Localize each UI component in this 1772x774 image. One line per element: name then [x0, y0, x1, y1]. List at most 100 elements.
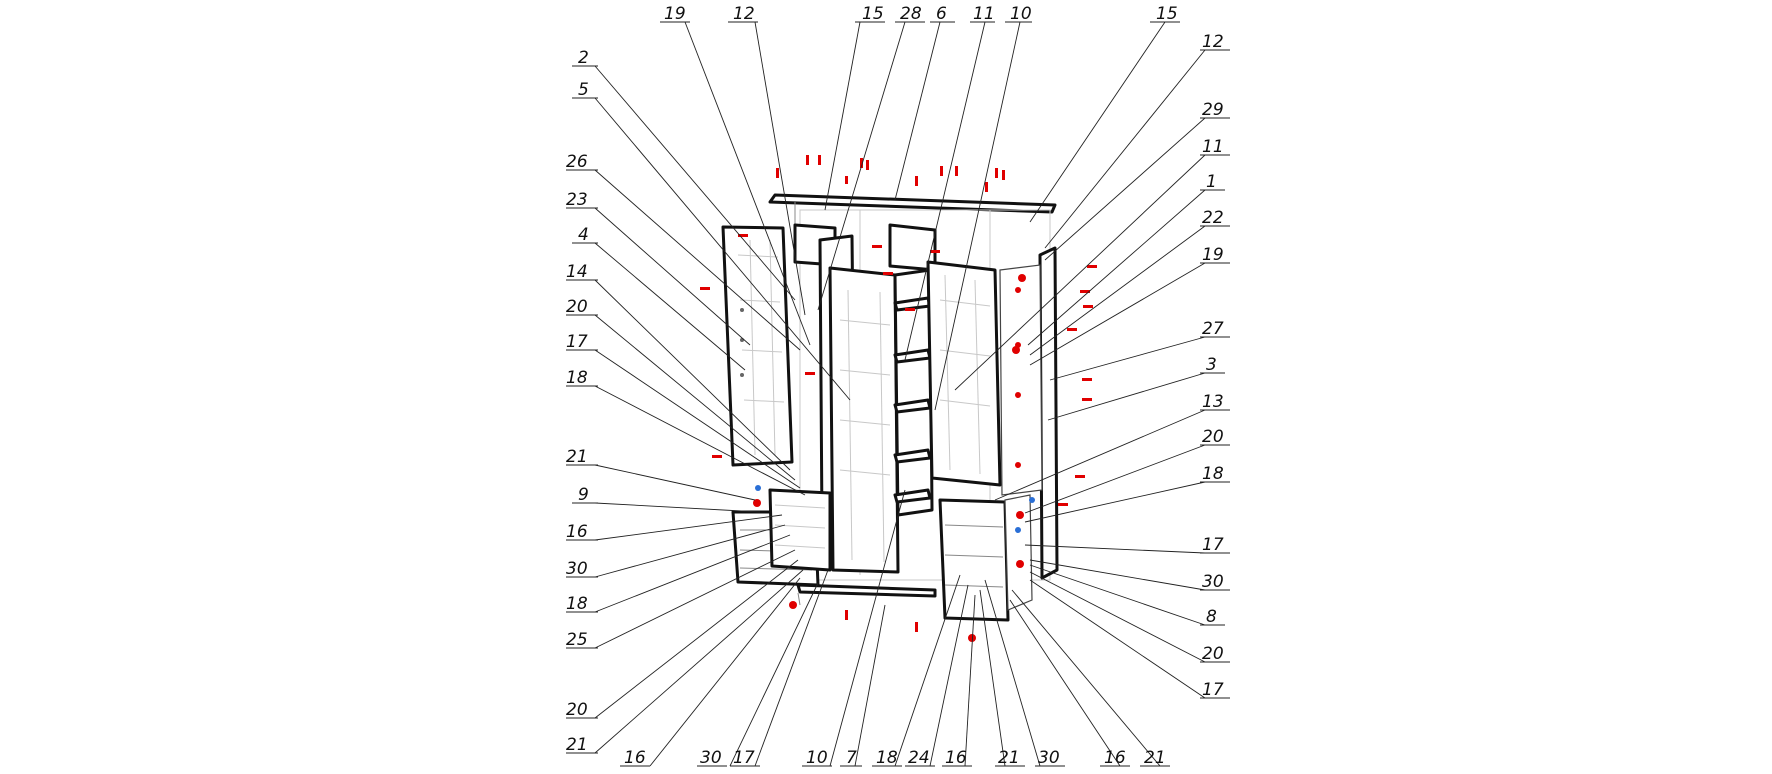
callout-c12: 26	[566, 152, 801, 351]
svg-text:29: 29	[1202, 100, 1224, 120]
callout-c53: 21	[1011, 589, 1170, 768]
svg-text:30: 30	[566, 559, 588, 579]
callout-c45: 10	[802, 489, 906, 768]
svg-text:16: 16	[945, 748, 967, 768]
svg-text:19: 19	[664, 4, 686, 24]
svg-text:7: 7	[846, 748, 857, 768]
svg-text:27: 27	[1202, 319, 1224, 339]
svg-text:23: 23	[566, 190, 588, 210]
svg-text:4: 4	[578, 225, 589, 245]
callout-c06: 11	[904, 4, 995, 361]
svg-text:16: 16	[1104, 748, 1126, 768]
callout-c44: 17	[730, 569, 829, 768]
right-drawer-side	[1004, 494, 1033, 611]
wardrobe-drawing	[700, 155, 1097, 642]
callout-c46: 7	[840, 604, 886, 768]
callout-c52: 16	[1009, 599, 1130, 768]
svg-text:12: 12	[1202, 32, 1224, 52]
callout-c09: 12	[1044, 32, 1230, 249]
callout-c02: 12	[728, 4, 806, 316]
callout-c50: 21	[979, 589, 1025, 768]
svg-text:24: 24	[908, 748, 930, 768]
callout-c17: 17	[566, 332, 801, 489]
svg-text:18: 18	[1202, 464, 1224, 484]
callout-c42: 16	[620, 577, 801, 768]
svg-text:21: 21	[1144, 748, 1166, 768]
svg-text:10: 10	[806, 748, 828, 768]
svg-text:18: 18	[876, 748, 898, 768]
callout-c40: 20	[1029, 571, 1230, 664]
svg-text:14: 14	[566, 262, 588, 282]
callout-c18: 18	[566, 368, 806, 496]
svg-text:20: 20	[566, 700, 588, 720]
callout-c10: 2	[572, 48, 796, 301]
svg-text:17: 17	[1202, 535, 1224, 555]
callout-c33: 3	[1047, 355, 1225, 421]
top-panel	[768, 193, 1057, 214]
svg-text:20: 20	[1202, 644, 1224, 664]
callout-c47: 18	[872, 574, 961, 768]
callout-c43: 30	[697, 582, 819, 768]
callout-c37: 17	[1024, 535, 1230, 555]
svg-text:21: 21	[566, 735, 588, 755]
callout-c04: 28	[817, 4, 925, 311]
callout-c01: 19	[660, 4, 811, 346]
callout-c05: 6	[894, 4, 955, 201]
callout-c49: 16	[942, 594, 976, 768]
svg-text:5: 5	[578, 80, 589, 100]
callout-c21: 16	[566, 514, 783, 542]
callout-c22: 30	[566, 524, 786, 579]
svg-text:15: 15	[862, 4, 884, 24]
callout-c23: 18	[566, 534, 791, 614]
callout-c48: 24	[905, 584, 969, 768]
callout-c36: 18	[1024, 464, 1230, 523]
callout-c38: 30	[1029, 559, 1230, 592]
fittings	[700, 155, 1097, 642]
callout-c26: 21	[566, 569, 804, 755]
svg-text:8: 8	[1206, 607, 1217, 627]
callout-c39: 8	[1029, 564, 1225, 627]
svg-text:21: 21	[566, 447, 588, 467]
svg-text:10: 10	[1010, 4, 1032, 24]
callout-c29: 1	[1027, 172, 1225, 346]
right-door	[926, 260, 1002, 487]
svg-text:11: 11	[1202, 137, 1224, 157]
callout-c32: 27	[1049, 319, 1230, 381]
callout-c31: 19	[1029, 245, 1230, 366]
callout-c35: 20	[1024, 427, 1230, 514]
svg-text:15: 15	[1156, 4, 1178, 24]
callout-c08: 15	[1029, 4, 1180, 223]
callout-c16: 20	[566, 297, 796, 481]
svg-text:3: 3	[1206, 355, 1217, 375]
right-side-panel	[1038, 246, 1059, 580]
callout-c34: 13	[994, 392, 1230, 501]
left-door	[721, 225, 794, 467]
svg-text:22: 22	[1202, 208, 1224, 228]
callout-c28: 11	[954, 137, 1230, 391]
plinth	[796, 583, 937, 598]
svg-text:20: 20	[566, 297, 588, 317]
svg-text:13: 13	[1202, 392, 1224, 412]
svg-text:2: 2	[578, 48, 589, 68]
callout-c15: 14	[566, 262, 791, 471]
center-shelves	[893, 296, 932, 504]
callout-c07: 10	[934, 4, 1032, 411]
svg-text:16: 16	[624, 748, 646, 768]
svg-text:28: 28	[900, 4, 922, 24]
callout-c03: 15	[824, 4, 885, 211]
svg-text:30: 30	[1038, 748, 1060, 768]
svg-text:25: 25	[566, 630, 588, 650]
callout-c27: 29	[1044, 100, 1230, 261]
svg-text:26: 26	[566, 152, 588, 172]
svg-text:17: 17	[566, 332, 588, 352]
callout-c19: 21	[566, 447, 756, 501]
svg-text:9: 9	[578, 485, 589, 505]
svg-text:30: 30	[1202, 572, 1224, 592]
svg-text:20: 20	[1202, 427, 1224, 447]
callout-c41: 17	[1029, 579, 1230, 700]
callout-c30: 22	[1029, 208, 1230, 356]
svg-text:19: 19	[1202, 245, 1224, 265]
svg-text:18: 18	[566, 368, 588, 388]
callout-c14: 4	[572, 225, 746, 371]
callout-c20: 9	[572, 485, 761, 513]
